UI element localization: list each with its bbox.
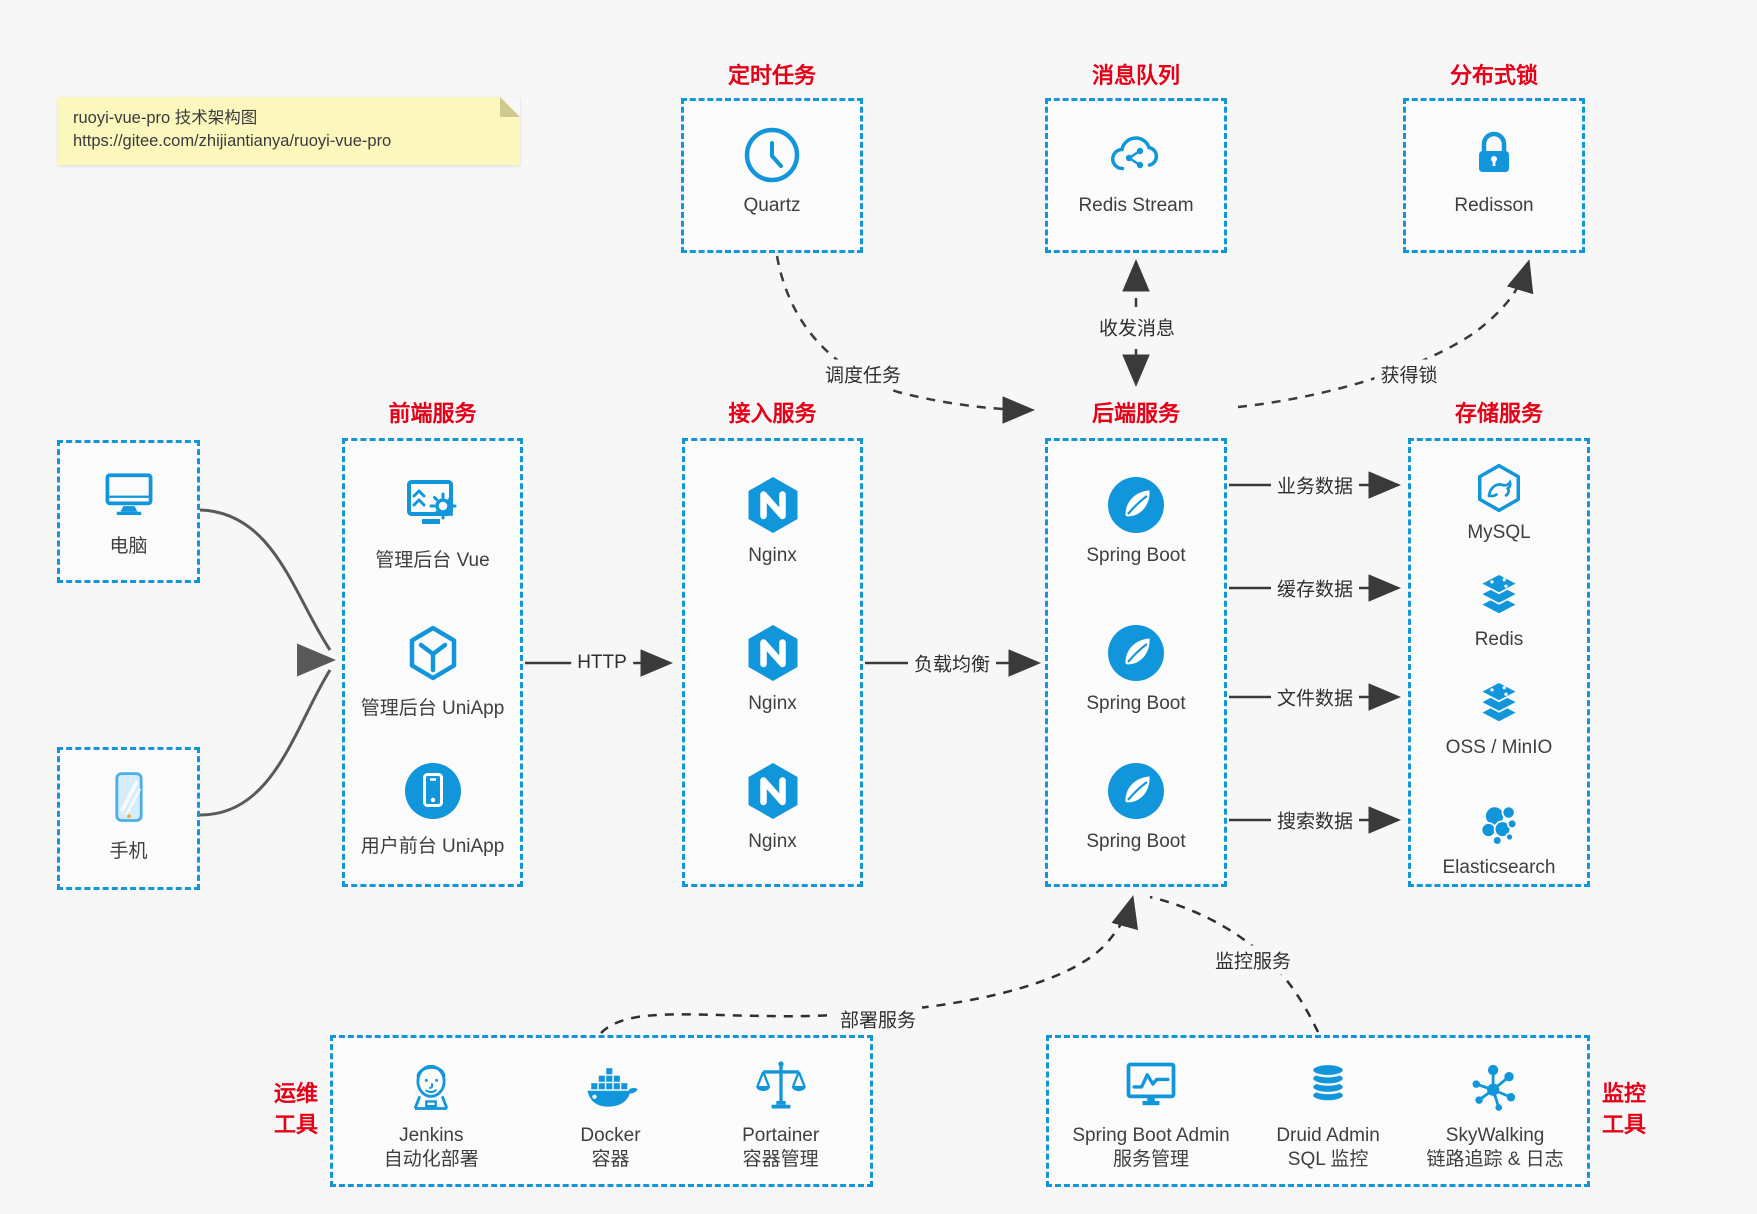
- box-redisson: Redisson: [1403, 98, 1585, 253]
- spring-boot-icon: [1108, 625, 1164, 681]
- skywalking-icon: [1472, 1064, 1516, 1111]
- storage-item-label: Redis: [1474, 629, 1524, 650]
- elasticsearch-icon: [1480, 805, 1518, 846]
- box-backend: Spring Boot Spring Boot Spring Boot: [1045, 438, 1227, 887]
- cloud-message-icon: [1111, 136, 1159, 171]
- gateway-item-label: Nginx: [748, 693, 797, 714]
- uniapp-cube-icon: [409, 625, 456, 681]
- tool-label: Docker: [580, 1125, 641, 1146]
- tool-sublabel: 容器管理: [742, 1149, 819, 1170]
- smartphone-icon: [114, 772, 143, 822]
- box-desktop: 电脑: [57, 440, 200, 583]
- tool-skywalking: SkyWalking 链路追踪 & 日志: [1426, 1056, 1564, 1172]
- tool-label: Spring Boot Admin: [1072, 1125, 1230, 1146]
- note-title: ruoyi-vue-pro 技术架构图: [73, 109, 258, 127]
- desktop-icon: [105, 473, 152, 516]
- note-fold-corner: [500, 97, 520, 117]
- edge-label-file-data: 文件数据: [1270, 682, 1360, 712]
- spring-boot-icon: [1108, 477, 1164, 533]
- oss-minio-icon: [1478, 681, 1520, 724]
- tool-sublabel: 容器: [591, 1149, 630, 1170]
- edge-label-cache-data: 缓存数据: [1270, 573, 1360, 603]
- gateway-item-label: Nginx: [748, 545, 797, 566]
- redisson-label: Redisson: [1454, 195, 1534, 216]
- admin-vue-icon: [406, 480, 456, 524]
- druid-icon: [1310, 1062, 1346, 1103]
- edge-data-arrows: [1229, 471, 1401, 834]
- tool-sublabel: SQL 监控: [1287, 1149, 1369, 1170]
- box-phone: 手机: [57, 747, 200, 890]
- storage-item-label: MySQL: [1467, 522, 1531, 543]
- clock-icon: [744, 127, 800, 183]
- tool-label: Druid Admin: [1276, 1125, 1380, 1146]
- box-gateway: Nginx Nginx Nginx: [682, 438, 863, 887]
- tool-sublabel: 服务管理: [1112, 1149, 1189, 1170]
- tool-druid-admin: Druid Admin SQL 监控: [1276, 1056, 1380, 1172]
- redis-stream-label: Redis Stream: [1078, 195, 1194, 216]
- tool-label: SkyWalking: [1445, 1125, 1545, 1146]
- edge-label-deploy: 部署服务: [833, 1004, 923, 1034]
- desktop-label: 电脑: [109, 536, 148, 557]
- title-distributed-lock: 分布式锁: [1449, 63, 1538, 88]
- quartz-label: Quartz: [743, 195, 801, 216]
- tool-spring-boot-admin: Spring Boot Admin 服务管理: [1072, 1056, 1230, 1172]
- backend-item-label: Spring Boot: [1086, 693, 1186, 714]
- edge-label-load-balance: 负载均衡: [907, 648, 997, 678]
- tool-sublabel: 自动化部署: [383, 1149, 479, 1170]
- backend-item-label: Spring Boot: [1086, 831, 1186, 852]
- title-scheduled-task: 定时任务: [727, 63, 816, 88]
- edge-label-http: HTTP: [571, 651, 633, 675]
- edge-label-business-data: 业务数据: [1270, 470, 1360, 500]
- nginx-icon: [748, 763, 797, 819]
- phone-label: 手机: [109, 841, 148, 862]
- box-monitor-tools: Spring Boot Admin 服务管理 Druid Admin SQL 监…: [1046, 1035, 1590, 1187]
- title-message-queue: 消息队列: [1091, 63, 1180, 88]
- nginx-icon: [748, 477, 797, 533]
- frontend-item-label: 用户前台 UniApp: [360, 836, 505, 857]
- title-monitor-tools: 监控 工具: [1602, 1081, 1647, 1137]
- edge-label-monitor: 监控服务: [1208, 945, 1298, 975]
- tool-sublabel: 链路追踪 & 日志: [1426, 1149, 1564, 1170]
- title-storage: 存储服务: [1454, 401, 1543, 426]
- box-redis-stream: Redis Stream: [1045, 98, 1227, 253]
- box-quartz: Quartz: [681, 98, 863, 253]
- sticky-note: ruoyi-vue-pro 技术架构图 https://gitee.com/zh…: [58, 97, 520, 165]
- redis-icon: [1478, 573, 1520, 616]
- storage-item-label: Elasticsearch: [1442, 857, 1556, 878]
- title-frontend: 前端服务: [388, 401, 477, 426]
- note-url: https://gitee.com/zhijiantianya/ruoyi-vu…: [73, 132, 392, 150]
- tool-docker: Docker 容器: [580, 1056, 641, 1172]
- tool-label: Portainer: [742, 1125, 820, 1146]
- title-gateway: 接入服务: [728, 401, 817, 426]
- frontend-item-label: 管理后台 Vue: [375, 550, 490, 571]
- edge-devices-to-frontend: [199, 508, 336, 817]
- jenkins-icon: [414, 1064, 449, 1110]
- edge-label-schedule: 调度任务: [818, 359, 908, 389]
- edge-label-search-data: 搜索数据: [1270, 805, 1360, 835]
- lock-icon: [1479, 131, 1509, 172]
- user-app-icon: [404, 763, 461, 819]
- spring-boot-icon: [1108, 763, 1164, 819]
- gateway-item-label: Nginx: [748, 831, 797, 852]
- box-ops-tools: Jenkins 自动化部署: [330, 1035, 873, 1187]
- storage-item-label: OSS / MinIO: [1445, 737, 1553, 758]
- box-frontend: 管理后台 Vue 管理后台 UniApp 用户前台 UniApp: [342, 438, 523, 887]
- box-storage: MySQL Redis OSS / MinIO: [1408, 438, 1590, 887]
- frontend-item-label: 管理后台 UniApp: [360, 698, 505, 719]
- spring-boot-admin-icon: [1126, 1062, 1176, 1106]
- tool-portainer: Portainer 容器管理: [742, 1056, 819, 1172]
- title-backend: 后端服务: [1091, 401, 1180, 426]
- edge-label-message: 收发消息: [1092, 312, 1182, 342]
- mysql-icon: [1478, 463, 1520, 513]
- docker-icon: [587, 1068, 639, 1107]
- backend-item-label: Spring Boot: [1086, 545, 1186, 566]
- nginx-icon: [748, 625, 797, 681]
- portainer-icon: [755, 1061, 806, 1109]
- title-ops-tools: 运维 工具: [273, 1081, 318, 1137]
- tool-jenkins: Jenkins 自动化部署: [384, 1056, 479, 1172]
- tool-label: Jenkins: [399, 1125, 464, 1146]
- edge-label-lock: 获得锁: [1374, 359, 1444, 389]
